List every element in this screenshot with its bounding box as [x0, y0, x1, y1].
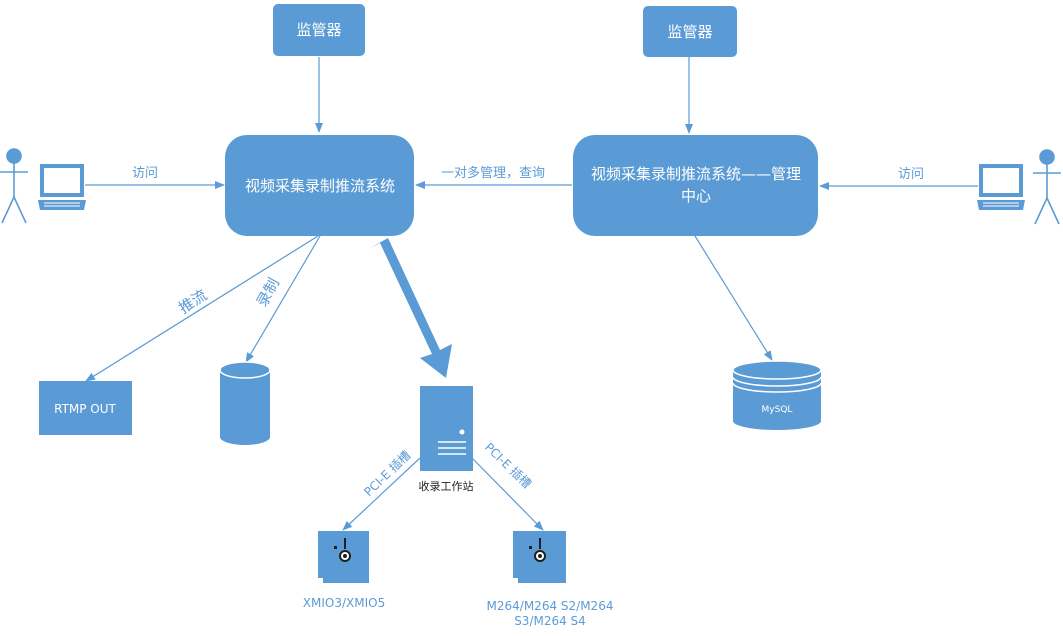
edge-main-to-storage	[245, 235, 321, 363]
management-center-node: 视频采集录制推流系统——管理 中心	[573, 135, 818, 236]
big-arrow-main-to-workstation	[370, 238, 452, 378]
management-center-label-line1: 视频采集录制推流系统——管理	[591, 165, 801, 183]
rtmp-out-label: RTMP OUT	[54, 402, 116, 416]
person-icon	[1033, 149, 1061, 225]
person-icon	[0, 148, 28, 224]
edge-main-to-rtmp	[85, 235, 319, 382]
capture-card-right: M264/M264 S2/M264 S3/M264 S4	[487, 531, 614, 628]
server-icon	[438, 429, 466, 455]
user-right	[977, 149, 1061, 225]
edge-label-pcie-left: PCI-E 插槽	[361, 448, 413, 499]
user-left	[0, 148, 86, 224]
mysql-database: MySQL	[732, 360, 822, 430]
card-right-label-line1: M264/M264 S2/M264	[487, 599, 614, 613]
card-connector-icon	[529, 538, 546, 562]
edge-workstation-to-card-left	[342, 457, 421, 531]
edge-label-push-stream: 推流	[175, 286, 210, 317]
computer-icon	[38, 164, 86, 210]
capture-card-left: XMIO3/XMIO5	[303, 531, 385, 610]
card-right-label-line2: S3/M264 S4	[514, 614, 586, 628]
supervisor-left-label: 监管器	[296, 21, 341, 39]
supervisor-right-node: 监管器	[643, 6, 737, 57]
card-connector-icon	[334, 538, 351, 562]
supervisor-left-node: 监管器	[273, 4, 365, 56]
workstation-node: 收录工作站	[419, 386, 474, 493]
management-center-label-line2: 中心	[681, 187, 711, 205]
supervisor-right-label: 监管器	[667, 23, 712, 41]
rtmp-out-node: RTMP OUT	[39, 381, 132, 435]
mysql-label: MySQL	[762, 405, 793, 415]
edge-center-to-mysql	[694, 235, 773, 361]
computer-icon	[977, 164, 1025, 210]
main-system-label: 视频采集录制推流系统	[245, 177, 395, 195]
edge-label-record: 录制	[253, 275, 283, 310]
edge-label-access-left: 访问	[132, 166, 158, 181]
edge-label-access-right: 访问	[898, 167, 924, 182]
main-system-node: 视频采集录制推流系统	[225, 135, 414, 236]
edge-label-pcie-right: PCI-E 插槽	[482, 440, 534, 491]
edge-workstation-to-card-right	[471, 457, 544, 531]
card-left-label: XMIO3/XMIO5	[303, 596, 385, 610]
edge-label-one-to-many: 一对多管理，查询	[441, 165, 545, 181]
storage-cylinder	[219, 361, 271, 445]
workstation-label: 收录工作站	[419, 479, 474, 493]
